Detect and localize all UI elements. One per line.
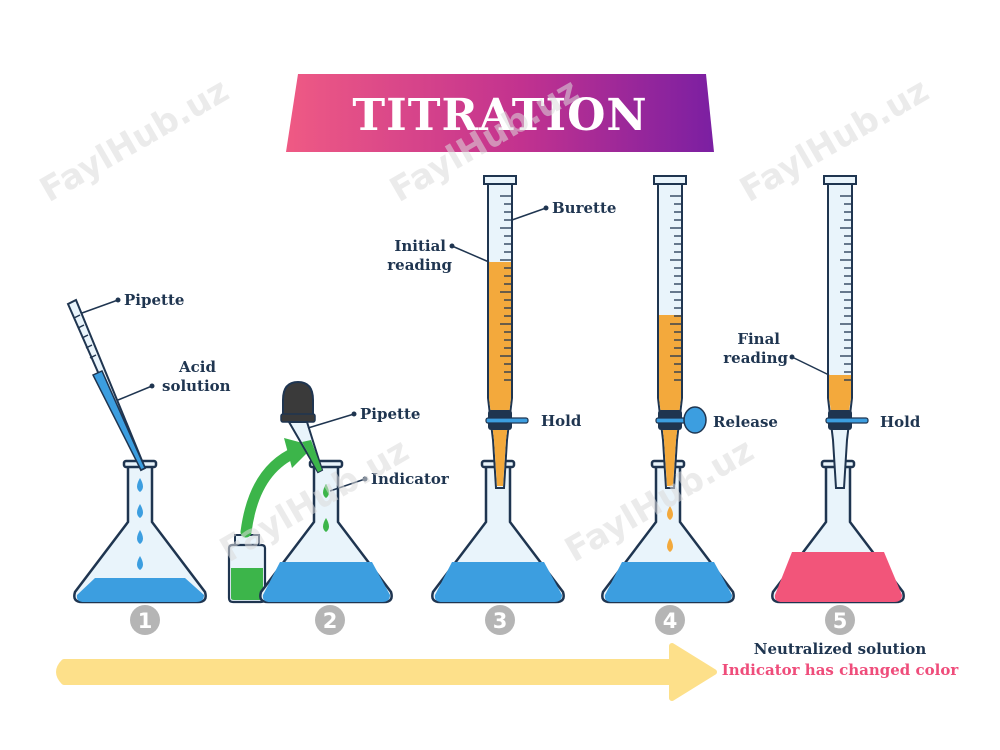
burette-4-ticks (670, 195, 681, 381)
watermarks: FaylHub.uz FaylHub.uz FaylHub.uz FaylHub… (33, 70, 936, 570)
flask-4 (601, 459, 735, 604)
flask-5 (771, 459, 905, 604)
label-initial-reading-2: reading (387, 256, 452, 274)
burette-3-ticks (500, 195, 511, 381)
label-final-reading-1: Final (737, 330, 780, 348)
step-2: Pipette Indicator 2 (227, 380, 450, 635)
step-number-5: 5 (833, 609, 848, 633)
label-acid-solution-2: solution (162, 377, 231, 395)
label-final-reading-2: reading (723, 349, 788, 367)
result-color-change: Indicator has changed color (722, 661, 960, 679)
label-hold-5: Hold (880, 413, 921, 431)
step-badge-1 (130, 605, 160, 635)
label-indicator: Indicator (371, 470, 450, 488)
label-pipette-2: Pipette (360, 405, 420, 423)
step-3: Burette Initial reading Hold 3 (387, 175, 616, 635)
step-badge-4 (655, 605, 685, 635)
burette-5 (823, 175, 869, 489)
page-title: TITRATION (352, 90, 647, 141)
label-pipette-1: Pipette (124, 291, 184, 309)
step-number-3: 3 (493, 609, 508, 633)
step-1: Pipette Acid solution 1 (66, 291, 231, 635)
step-number-2: 2 (323, 609, 338, 633)
label-hold-3: Hold (541, 412, 582, 430)
titrant-drops (667, 506, 673, 552)
flask-2 (259, 459, 393, 604)
label-acid-solution-1: Acid (178, 358, 216, 376)
step-5: Final reading Hold 5 (723, 175, 921, 635)
step-number-4: 4 (663, 609, 678, 633)
indicator-bottle (227, 534, 267, 604)
step-badge-2 (315, 605, 345, 635)
indicator-drops (323, 484, 329, 532)
step-badge-5 (825, 605, 855, 635)
burette-4 (653, 175, 707, 489)
label-release: Release (713, 413, 778, 431)
burette-5-ticks (840, 195, 851, 381)
step-4: Release 4 (601, 175, 778, 635)
result-neutralized: Neutralized solution (754, 640, 927, 658)
label-burette: Burette (552, 199, 616, 217)
dropper (280, 380, 324, 474)
pipette-1 (66, 298, 147, 472)
watermark-1: FaylHub.uz (33, 70, 236, 210)
progress-arrow (56, 643, 717, 701)
title-banner: TITRATION (286, 74, 714, 152)
step-badge-3 (485, 605, 515, 635)
step-number-1: 1 (138, 609, 153, 633)
label-initial-reading-1: Initial (394, 237, 446, 255)
acid-drops (137, 478, 143, 570)
burette-3 (483, 175, 529, 489)
